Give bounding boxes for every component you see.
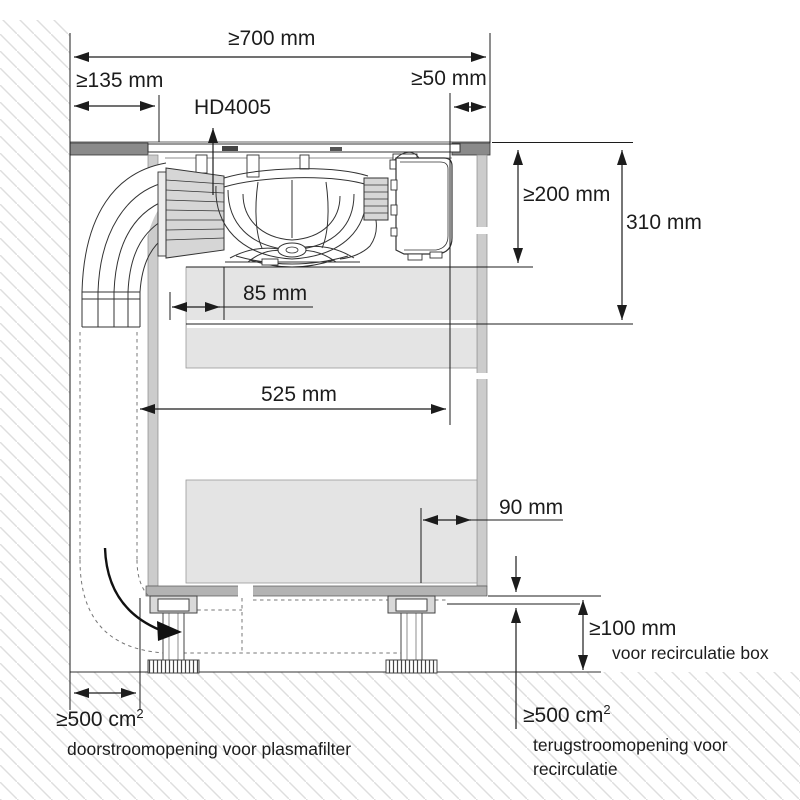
dim-310-label: 310 mm — [626, 211, 702, 234]
left-opening-area: ≥500 cm2 — [56, 707, 144, 731]
dim-700-label: ≥700 mm — [228, 27, 316, 50]
foot-pad-left — [147, 659, 200, 674]
foot-pad-right — [385, 659, 438, 674]
cabinet-bottom-panel — [145, 585, 488, 597]
dimension-lines — [69, 33, 633, 729]
left-opening-exponent: 2 — [136, 706, 144, 721]
recirculation-box-note: voor recirculatie box — [612, 643, 769, 663]
left-opening-caption: doorstroomopening voor plasmafilter — [67, 739, 352, 759]
dim-525-label: 525 mm — [261, 383, 337, 406]
clearance-zone-upper — [185, 266, 478, 369]
dim-90-label: 90 mm — [499, 496, 564, 519]
cabinet-structure — [69, 141, 601, 673]
right-opening-value: ≥500 cm — [523, 704, 604, 727]
dim-100-label: ≥100 mm — [589, 617, 677, 640]
clearance-zone-lower — [185, 479, 478, 584]
left-opening-value: ≥500 cm — [56, 708, 137, 731]
cabinet-right-panel — [476, 154, 488, 587]
worktop-left — [69, 142, 149, 156]
dim-135-label: ≥135 mm — [76, 69, 164, 92]
dim-50-label: ≥50 mm — [411, 67, 487, 90]
model-label: HD4005 — [194, 96, 272, 119]
right-opening-caption-line2: recirculatie — [533, 759, 618, 779]
cooktop-glass — [147, 143, 461, 153]
right-opening-caption-line1: terugstroomopening voor — [533, 735, 728, 755]
cabinet-feet — [147, 595, 438, 674]
right-opening-exponent: 2 — [603, 702, 611, 717]
dim-85-label: 85 mm — [243, 282, 308, 305]
airflow-arrow — [103, 547, 182, 641]
right-opening-area: ≥500 cm2 — [523, 703, 611, 727]
hatched-wall-and-floor — [0, 20, 800, 800]
dim-200-label: ≥200 mm — [523, 183, 611, 206]
downdraft-unit — [81, 143, 461, 330]
